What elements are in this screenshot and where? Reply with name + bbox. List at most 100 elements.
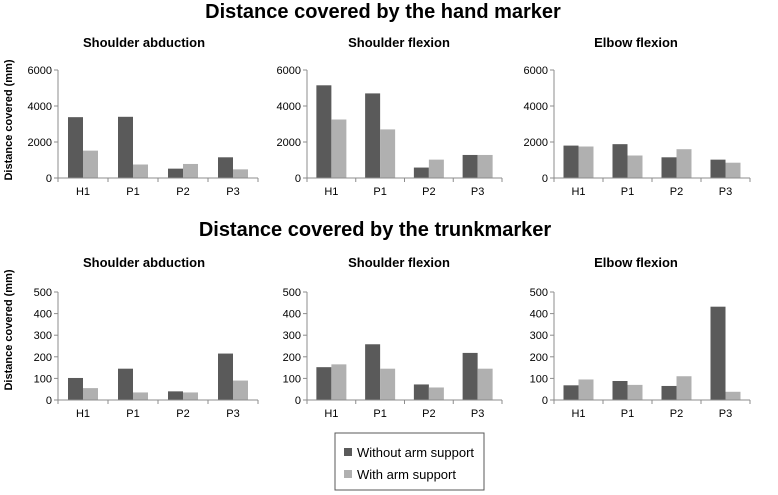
panel-title-hand-elbow-flexion: Elbow flexion: [594, 35, 678, 50]
y-tick-label: 0: [295, 395, 301, 407]
bar-without-arm-support-p3: [462, 154, 478, 178]
x-tick-label: P2: [670, 186, 683, 198]
y-tick-label: 6000: [277, 65, 301, 77]
y-tick-label: 200: [283, 352, 301, 364]
y-tick-label: 0: [46, 395, 52, 407]
panel-title-trunk-shoulder-flexion: Shoulder flexion: [348, 255, 450, 270]
panel-title-trunk-shoulder-abduction: Shoulder abduction: [83, 255, 205, 270]
bar-with-arm-support-p3: [725, 391, 741, 400]
bar-without-arm-support-p3: [462, 352, 478, 400]
x-tick-label: P1: [373, 408, 386, 420]
y-tick-label: 0: [542, 173, 548, 185]
bar-with-arm-support-h1: [83, 388, 98, 400]
y-tick-label: 100: [283, 373, 301, 385]
bar-with-arm-support-p2: [676, 149, 692, 178]
bar-with-arm-support-h1: [83, 150, 98, 178]
y-tick-label: 4000: [524, 101, 548, 113]
y-tick-label: 0: [46, 173, 52, 185]
panel-title-hand-shoulder-abduction: Shoulder abduction: [83, 35, 205, 50]
bar-without-arm-support-h1: [563, 385, 579, 400]
section-title-hand-marker: Distance covered by the hand marker: [205, 1, 561, 23]
y-tick-label: 200: [34, 352, 52, 364]
y-tick-label: 4000: [28, 101, 52, 113]
x-tick-label: P2: [422, 186, 435, 198]
bar-without-arm-support-p2: [413, 384, 429, 400]
y-axis-label-trunk: Distance covered (mm): [3, 269, 15, 390]
y-tick-label: 100: [34, 373, 52, 385]
bar-with-arm-support-h1: [578, 379, 594, 400]
bar-with-arm-support-p1: [133, 164, 148, 178]
x-tick-label: H1: [76, 408, 90, 420]
bar-with-arm-support-p3: [233, 169, 248, 178]
bar-without-arm-support-h1: [316, 85, 332, 178]
x-tick-label: H1: [571, 408, 585, 420]
bar-without-arm-support-p3: [710, 159, 726, 178]
legend-swatch-without-arm-support: [344, 448, 352, 456]
bar-without-arm-support-p3: [218, 353, 233, 400]
legend-box: [334, 432, 485, 491]
bar-with-arm-support-h1: [578, 146, 594, 178]
bar-without-arm-support-p1: [612, 380, 628, 400]
bar-without-arm-support-h1: [68, 377, 83, 400]
x-tick-label: P3: [719, 408, 732, 420]
bar-without-arm-support-p2: [168, 391, 183, 400]
section-title-trunk-marker: Distance covered by the trunkmarker: [199, 219, 552, 241]
bar-without-arm-support-h1: [68, 117, 83, 178]
bar-without-arm-support-h1: [563, 145, 579, 178]
bar-with-arm-support-p1: [627, 384, 643, 400]
panel-title-hand-shoulder-flexion: Shoulder flexion: [348, 35, 450, 50]
bar-without-arm-support-p1: [365, 344, 381, 400]
bar-without-arm-support-p2: [661, 157, 677, 178]
x-tick-label: P1: [621, 408, 634, 420]
y-tick-label: 0: [542, 395, 548, 407]
x-tick-label: H1: [571, 186, 585, 198]
x-tick-label: P1: [621, 186, 634, 198]
x-tick-label: P1: [373, 186, 386, 198]
x-tick-label: P3: [226, 408, 239, 420]
x-tick-label: P3: [226, 186, 239, 198]
bar-with-arm-support-p3: [477, 368, 493, 400]
bar-with-arm-support-h1: [331, 364, 347, 400]
y-tick-label: 500: [34, 287, 52, 299]
bar-without-arm-support-p1: [365, 93, 381, 178]
y-tick-label: 6000: [28, 65, 52, 77]
y-tick-label: 0: [295, 173, 301, 185]
y-tick-label: 2000: [277, 137, 301, 149]
bar-without-arm-support-p2: [661, 385, 677, 400]
bar-without-arm-support-p1: [612, 144, 628, 178]
legend-label-with-arm-support: With arm support: [357, 467, 456, 482]
y-tick-label: 100: [530, 373, 548, 385]
bar-with-arm-support-p2: [183, 163, 198, 178]
bar-without-arm-support-p2: [413, 167, 429, 178]
y-tick-label: 400: [34, 309, 52, 321]
y-tick-label: 200: [530, 352, 548, 364]
x-tick-label: H1: [324, 408, 338, 420]
y-tick-label: 6000: [524, 65, 548, 77]
bar-with-arm-support-p1: [133, 392, 148, 400]
bar-with-arm-support-p1: [627, 155, 643, 178]
bar-with-arm-support-p2: [428, 159, 444, 178]
y-tick-label: 400: [283, 309, 301, 321]
bar-with-arm-support-h1: [331, 119, 347, 178]
x-tick-label: P2: [422, 408, 435, 420]
bar-without-arm-support-h1: [316, 367, 332, 400]
y-tick-label: 4000: [277, 101, 301, 113]
y-tick-label: 500: [530, 287, 548, 299]
legend: Without arm support With arm support: [334, 432, 485, 491]
y-tick-label: 2000: [524, 137, 548, 149]
y-tick-label: 2000: [28, 137, 52, 149]
bar-with-arm-support-p3: [477, 154, 493, 178]
bar-with-arm-support-p2: [428, 387, 444, 400]
y-tick-label: 300: [283, 330, 301, 342]
x-tick-label: P2: [176, 186, 189, 198]
bar-with-arm-support-p3: [725, 162, 741, 178]
bar-with-arm-support-p1: [380, 129, 396, 178]
x-tick-label: H1: [76, 186, 90, 198]
x-tick-label: P2: [176, 408, 189, 420]
bar-with-arm-support-p1: [380, 368, 396, 400]
